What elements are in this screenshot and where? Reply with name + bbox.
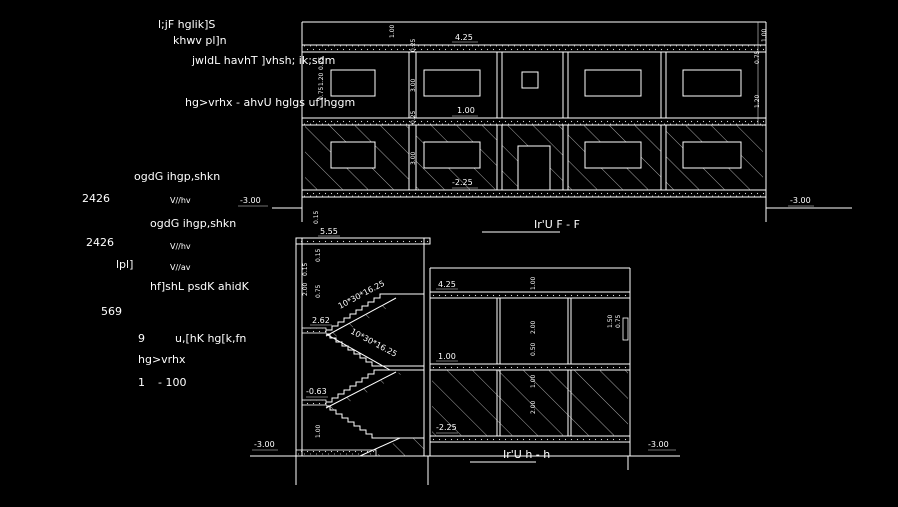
bot-dim-7: 2.00 xyxy=(530,320,537,334)
bot-level-m3-00-right: -3.00 xyxy=(648,440,669,449)
bottom-section: 10*30*16.25 10*30*16.25 5.55 4.25 2.62 1… xyxy=(250,210,680,485)
note-14: hg>vrhx xyxy=(138,353,186,366)
note-1: l;jF hglik]S xyxy=(158,18,215,31)
bot-level-2-62: 2.62 xyxy=(312,316,330,325)
left-notes: l;jF hglik]S khwv pl]n jwldL havhT ]vhsh… xyxy=(82,18,355,389)
note-12: 9 xyxy=(138,332,145,345)
stair-label-1: 10*30*16.25 xyxy=(337,279,386,311)
top-section: 1.00 0.25 3.00 0.25 3.00 1.20 1.20 0.75 … xyxy=(238,21,852,233)
top-section-title: Ir'U F - F xyxy=(534,218,580,231)
bot-dim-5: 0.75 xyxy=(615,314,622,328)
top-level-m2-25: -2.25 xyxy=(452,178,473,187)
note-16: - 100 xyxy=(158,376,186,389)
note-10: hf]shL psdK ahidK xyxy=(150,280,250,293)
top-dim-8: 0.75 xyxy=(754,50,761,64)
top-dim-5: 3.00 xyxy=(410,151,417,165)
top-level-m3-00-right: -3.00 xyxy=(790,196,811,205)
bot-dim-8: 0.50 xyxy=(530,342,537,356)
bot-dim-3: 2.00 xyxy=(302,282,309,296)
bot-dim-11: 1.00 xyxy=(315,424,322,438)
note-15: 1 xyxy=(138,376,145,389)
bot-dim-10: 2.00 xyxy=(530,400,537,414)
note-small-1: V//hv xyxy=(170,196,191,205)
note-5: ogdG ihgp,shkn xyxy=(134,170,220,183)
note-small-3: V//av xyxy=(170,263,191,272)
bot-dim-2: 0.15 xyxy=(315,248,322,262)
bot-level-m2-25: -2.25 xyxy=(436,423,457,432)
note-4: hg>vrhx - ahvU hglgs uf]hggm xyxy=(185,96,355,109)
top-level-m3-00-left: -3.00 xyxy=(240,196,261,205)
bot-level-1-00: 1.00 xyxy=(438,352,456,361)
bottom-section-title: Ir'U h - h xyxy=(503,448,550,461)
top-dim-1: 1.00 xyxy=(389,24,396,38)
bot-dim-1: 0.15 xyxy=(313,210,320,224)
bot-dim-13: 0.15 xyxy=(302,262,309,276)
note-2: khwv pl]n xyxy=(173,34,227,47)
top-dim-9: 0.75 xyxy=(318,86,325,100)
note-8: 2426 xyxy=(86,236,114,249)
note-6: 2426 xyxy=(82,192,110,205)
bot-dim-4: 1.00 xyxy=(530,276,537,290)
bot-level-m3-00-left: -3.00 xyxy=(254,440,275,449)
bot-level-m0-63: -0.63 xyxy=(306,387,327,396)
top-dim-4: 0.25 xyxy=(410,110,417,124)
top-dim-7: 1.20 xyxy=(754,94,761,108)
note-3: jwldL havhT ]vhsh; ik;sdm xyxy=(191,54,335,67)
top-level-4-25: 4.25 xyxy=(455,33,473,42)
top-dim-10: 1.00 xyxy=(761,28,768,42)
note-9: lpl] xyxy=(116,258,133,271)
note-7: ogdG ihgp,shkn xyxy=(150,217,236,230)
note-13: u,[hK hg[k,fn xyxy=(175,332,246,345)
top-dim-6: 1.20 xyxy=(318,72,325,86)
top-dim-11: 0.25 xyxy=(318,56,325,70)
bot-dim-9: 1.00 xyxy=(530,374,537,388)
bot-dim-6: 1.50 xyxy=(607,314,614,328)
top-dim-3: 3.00 xyxy=(410,78,417,92)
bot-dim-12: 0.75 xyxy=(315,284,322,298)
top-level-1-00: 1.00 xyxy=(457,106,475,115)
bot-level-4-25: 4.25 xyxy=(438,280,456,289)
note-11: 569 xyxy=(101,305,122,318)
note-small-2: V//hv xyxy=(170,242,191,251)
top-dim-2: 0.25 xyxy=(410,38,417,52)
bot-level-5-55: 5.55 xyxy=(320,227,338,236)
